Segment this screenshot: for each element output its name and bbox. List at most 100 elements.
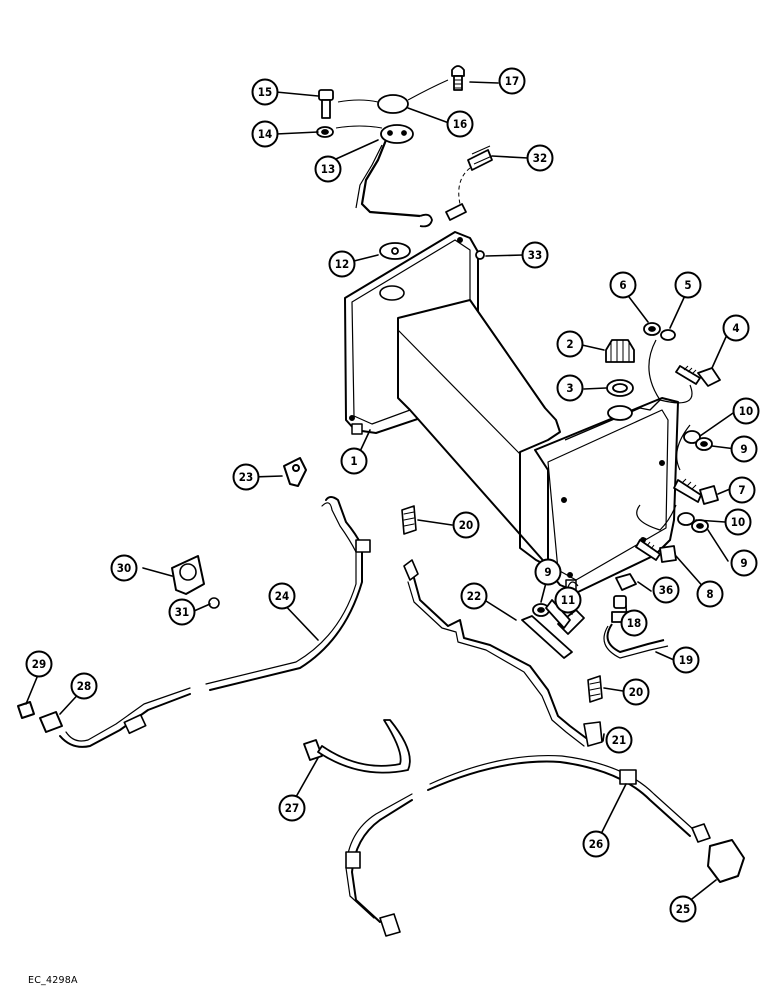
gasket-16 [377, 94, 409, 114]
callout-number: 12 [335, 257, 349, 271]
callout-circle [696, 580, 724, 608]
bolt-15 [318, 89, 334, 101]
callout-2: 2 [556, 330, 584, 358]
callout-number: 7 [738, 483, 745, 497]
callout-number: 14 [258, 127, 272, 141]
callout-15: 15 [251, 78, 279, 106]
fuel-tank [344, 231, 679, 593]
callout-4: 4 [722, 314, 750, 342]
callout-number: 9 [740, 556, 747, 570]
callout-circle [605, 726, 633, 754]
callout-circle [620, 609, 648, 637]
callout-circle [251, 78, 279, 106]
callout-circle [622, 678, 650, 706]
callout-number: 30 [117, 561, 131, 575]
callout-number: 20 [629, 685, 643, 699]
callout-circle [278, 794, 306, 822]
callout-16: 16 [446, 110, 474, 138]
tank-hardware-right [605, 322, 721, 563]
callout-7: 7 [728, 476, 756, 504]
callout-number: 19 [679, 653, 693, 667]
callout-9: 9 [730, 435, 758, 463]
callout-circle [328, 250, 356, 278]
drain-hardware [521, 573, 669, 659]
callout-number: 13 [321, 162, 335, 176]
callout-number: 36 [659, 583, 673, 597]
callout-6: 6 [609, 271, 637, 299]
fuel-line-bottom [345, 754, 745, 937]
screw-17 [451, 65, 465, 77]
callout-3: 3 [556, 374, 584, 402]
fuel-line-center [403, 559, 603, 747]
line-26 [427, 760, 691, 837]
callout-circle [526, 144, 554, 172]
sender-plate-13 [380, 124, 414, 144]
callout-circle [722, 314, 750, 342]
callout-30: 30 [110, 554, 138, 582]
callout-circle [582, 830, 610, 858]
document-code: EC_4298A [28, 975, 78, 986]
callout-number: 8 [706, 587, 713, 601]
washer-5 [660, 329, 676, 341]
callout-number: 20 [459, 518, 473, 532]
callout-29: 29 [25, 650, 53, 678]
float-32 [467, 149, 493, 171]
callout-circle [110, 554, 138, 582]
callout-number: 27 [285, 801, 299, 815]
nut-10-upper [683, 430, 701, 444]
callout-19: 19 [672, 646, 700, 674]
callout-number: 32 [533, 151, 547, 165]
callout-circle [556, 330, 584, 358]
callout-circle [168, 598, 196, 626]
callout-circle [554, 586, 582, 614]
callout-circle [232, 463, 260, 491]
callout-number: 3 [566, 381, 573, 395]
callout-12: 12 [328, 250, 356, 278]
callout-circle [672, 646, 700, 674]
callout-number: 31 [175, 605, 189, 619]
callout-circle [652, 576, 680, 604]
callout-number: 21 [612, 733, 626, 747]
callout-number: 33 [528, 248, 542, 262]
callout-8: 8 [696, 580, 724, 608]
callout-5: 5 [674, 271, 702, 299]
callout-number: 4 [732, 321, 739, 335]
callout-circle [452, 511, 480, 539]
callout-circle [446, 110, 474, 138]
strap-27 [303, 719, 411, 774]
washer-33 [475, 250, 485, 260]
callout-10: 10 [732, 397, 760, 425]
bolt-4 [697, 367, 721, 387]
fitting-20-upper [401, 505, 417, 535]
callout-36: 36 [652, 576, 680, 604]
callout-number: 28 [77, 679, 91, 693]
callout-circle [609, 271, 637, 299]
fitting-18 [613, 595, 627, 609]
bolt-8 [659, 545, 677, 563]
callout-21: 21 [605, 726, 633, 754]
callout-number: 5 [684, 278, 691, 292]
cap-36 [615, 573, 637, 591]
callout-17: 17 [498, 67, 526, 95]
callout-9: 9 [534, 558, 562, 586]
banjo-23 [283, 457, 307, 487]
callout-24: 24 [268, 582, 296, 610]
nut-10-lower [677, 512, 695, 526]
callout-circle [314, 155, 342, 183]
callout-circle [669, 895, 697, 923]
callout-circle [732, 397, 760, 425]
callout-number: 23 [239, 470, 253, 484]
washer-31 [208, 597, 220, 609]
callout-32: 32 [526, 144, 554, 172]
sender-assembly [316, 65, 493, 260]
callout-number: 9 [740, 442, 747, 456]
callout-circle [340, 447, 368, 475]
fitting-28 [39, 711, 63, 733]
callout-20: 20 [622, 678, 650, 706]
callout-11: 11 [554, 586, 582, 614]
callout-10: 10 [724, 508, 752, 536]
callout-circle [534, 558, 562, 586]
callout-33: 33 [521, 241, 549, 269]
sender-arm [360, 139, 421, 218]
